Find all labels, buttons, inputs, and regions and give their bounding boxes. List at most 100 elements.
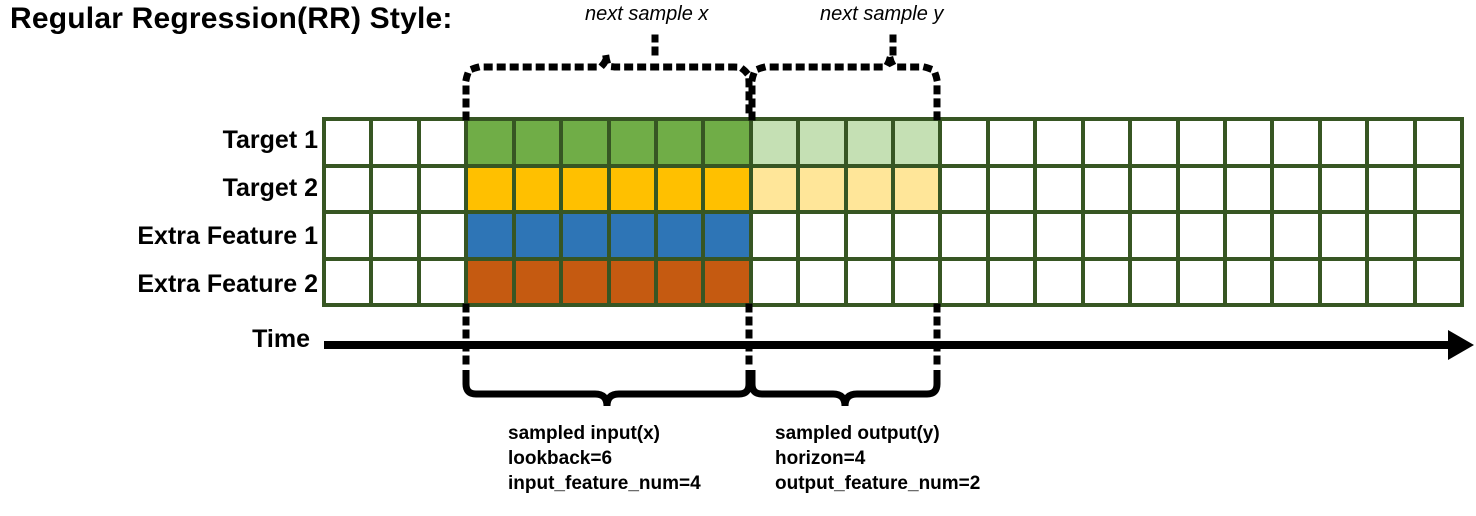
grid-cell-r2-c6	[563, 167, 607, 210]
grid-cell-r3-c11	[800, 214, 844, 257]
grid-cell-r2-c8	[657, 167, 702, 210]
grid-cell-r3-c7	[610, 214, 654, 257]
grid-cell-r2-c21	[1274, 167, 1318, 210]
grid-cell-r3-c5	[515, 214, 560, 257]
grid-cell-r3-c18	[1132, 214, 1176, 257]
label-next-sample-x: next sample x	[585, 3, 709, 25]
grid-cell-r2-c12	[847, 167, 891, 210]
grid-cell-r4-c5	[515, 260, 560, 303]
grid-cell-r4-c9	[705, 260, 749, 303]
grid-cell-r2-c19	[1179, 167, 1223, 210]
page-title: Regular Regression(RR) Style:	[10, 2, 453, 35]
grid-cell-r3-c20	[1226, 214, 1271, 257]
dotted-brace-next-sample-x	[462, 54, 753, 121]
grid-cell-r4-c4	[468, 260, 512, 303]
grid-cell-r2-c23	[1369, 167, 1413, 210]
row-label-target-1: Target 1	[222, 126, 318, 154]
grid-cell-r1-c8	[657, 121, 702, 164]
grid-cell-r4-c23	[1369, 260, 1413, 303]
grid-cell-r3-c10	[752, 214, 797, 257]
annotation-output-line-1: sampled output(y)	[775, 423, 940, 444]
brace-sampled-output	[748, 370, 941, 407]
grid-cell-r2-c5	[515, 167, 560, 210]
dotted-brace-next-sample-y	[748, 54, 941, 121]
grid-cell-r1-c7	[610, 121, 654, 164]
grid-cell-r3-c23	[1369, 214, 1413, 257]
grid-cell-r3-c4	[468, 214, 512, 257]
grid-cell-r1-c4	[468, 121, 512, 164]
annotation-sampled-input: sampled input(x) lookback=6 input_featur…	[508, 421, 701, 496]
grid-cell-r3-c15	[989, 214, 1034, 257]
grid-cell-r1-c10	[752, 121, 797, 164]
grid-cell-r3-c17	[1084, 214, 1129, 257]
grid-cell-r3-c12	[847, 214, 891, 257]
annotation-input-line-1: sampled input(x)	[508, 423, 661, 444]
grid-cell-r1-c17	[1084, 121, 1129, 164]
grid-cell-r3-c24	[1416, 214, 1460, 257]
grid-cell-r1-c16	[1037, 121, 1081, 164]
grid-cell-r3-c14	[942, 214, 986, 257]
grid-cell-r2-c4	[468, 167, 512, 210]
grid-cell-r4-c19	[1179, 260, 1223, 303]
grid-cell-r3-c9	[705, 214, 749, 257]
grid-cell-r3-c21	[1274, 214, 1318, 257]
grid-cell-r3-c13	[895, 214, 939, 257]
annotation-sampled-output: sampled output(y) horizon=4 output_featu…	[775, 421, 980, 496]
grid-cell-r1-c9	[705, 121, 749, 164]
grid-cell-r4-c3	[420, 260, 465, 303]
grid-cell-r3-c19	[1179, 214, 1223, 257]
grid-cell-r1-c23	[1369, 121, 1413, 164]
grid-cell-r3-c2	[373, 214, 417, 257]
grid-cell-r4-c2	[373, 260, 417, 303]
grid-cell-r4-c1	[326, 260, 370, 303]
grid-cell-r2-c9	[705, 167, 749, 210]
annotation-input-line-3: input_feature_num=4	[508, 473, 701, 494]
grid-cell-r1-c13	[895, 121, 939, 164]
grid-cell-r4-c24	[1416, 260, 1460, 303]
grid-cell-r3-c8	[657, 214, 702, 257]
grid-cell-r1-c21	[1274, 121, 1318, 164]
grid-cell-r2-c13	[895, 167, 939, 210]
grid-cell-r4-c15	[989, 260, 1034, 303]
grid-cell-r2-c7	[610, 167, 654, 210]
grid-cell-r4-c22	[1321, 260, 1366, 303]
grid-cell-r3-c3	[420, 214, 465, 257]
time-arrow	[324, 330, 1474, 360]
annotation-output-line-3: output_feature_num=2	[775, 473, 981, 494]
grid-cell-r1-c18	[1132, 121, 1176, 164]
grid-cell-r2-c20	[1226, 167, 1271, 210]
grid-cell-r2-c1	[326, 167, 370, 210]
grid-cell-r2-c18	[1132, 167, 1176, 210]
grid-cell-r1-c12	[847, 121, 891, 164]
row-label-extra-feature-2: Extra Feature 2	[137, 270, 318, 298]
row-label-extra-feature-1: Extra Feature 1	[137, 222, 318, 250]
label-next-sample-y: next sample y	[820, 3, 944, 25]
brace-sampled-input	[462, 370, 753, 407]
grid-cell-r1-c11	[800, 121, 844, 164]
grid-cell-r2-c22	[1321, 167, 1366, 210]
grid-cell-r4-c16	[1037, 260, 1081, 303]
grid-cell-r4-c10	[752, 260, 797, 303]
grid-cell-r4-c18	[1132, 260, 1176, 303]
grid-cell-r2-c14	[942, 167, 986, 210]
grid-cell-r1-c6	[563, 121, 607, 164]
grid-cell-r2-c16	[1037, 167, 1081, 210]
annotation-input-line-2: lookback=6	[508, 448, 613, 469]
grid-cell-r4-c6	[563, 260, 607, 303]
grid-cell-r2-c24	[1416, 167, 1460, 210]
time-axis-label: Time	[252, 325, 310, 353]
grid-cell-r4-c12	[847, 260, 891, 303]
grid-cell-r1-c1	[326, 121, 370, 164]
grid-cell-r4-c21	[1274, 260, 1318, 303]
row-label-target-2: Target 2	[222, 174, 318, 202]
grid-cell-r1-c15	[989, 121, 1034, 164]
grid-cell-r3-c22	[1321, 214, 1366, 257]
grid-cell-r4-c17	[1084, 260, 1129, 303]
grid-cell-r2-c15	[989, 167, 1034, 210]
annotation-output-line-2: horizon=4	[775, 448, 866, 469]
grid-cell-r3-c16	[1037, 214, 1081, 257]
grid-cell-r1-c22	[1321, 121, 1366, 164]
grid-cell-r2-c3	[420, 167, 465, 210]
grid-cell-r1-c19	[1179, 121, 1223, 164]
